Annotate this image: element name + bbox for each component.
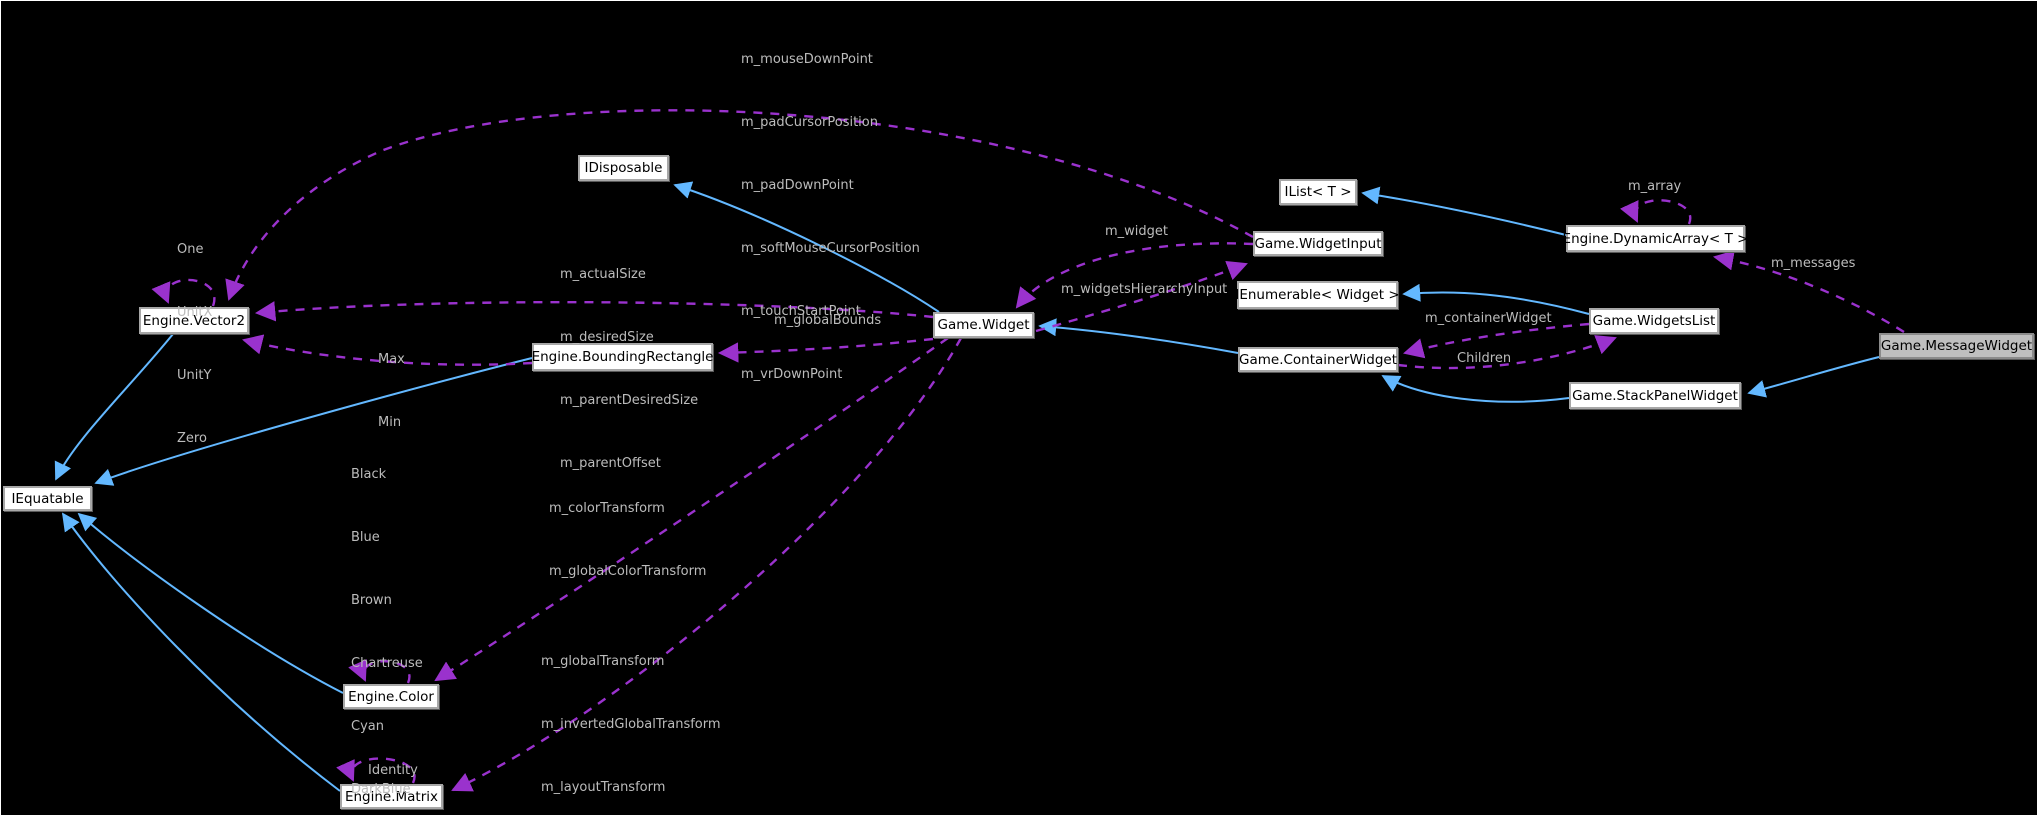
edge-color-iequatable	[77, 512, 344, 694]
edge-dynamicarray-ilist	[1361, 186, 1567, 236]
node-game-widget[interactable]: Game.Widget	[933, 312, 1034, 338]
edge-vector2-iequatable	[54, 333, 174, 481]
node-engine-vector2[interactable]: Engine.Vector2	[139, 307, 249, 334]
node-engine-color[interactable]: Engine.Color	[343, 684, 439, 709]
edge-widget-idisposable	[673, 181, 940, 313]
edge-containerwidget-widget	[1038, 318, 1239, 354]
node-game-messagewidget[interactable]: Game.MessageWidget	[1879, 333, 2034, 359]
node-engine-boundingrectangle[interactable]: Engine.BoundingRectangle	[532, 343, 713, 371]
edge-messagewidget-stackpanel	[1747, 356, 1880, 398]
node-iequatable[interactable]: IEquatable	[3, 486, 92, 511]
edge-stackpanel-containerwidget	[1381, 375, 1570, 403]
edge-widgetinput-widget	[1015, 242, 1254, 309]
edge-boundingrect-vector2	[242, 334, 533, 366]
edge-widget-widgetinput	[1035, 261, 1248, 333]
edge-widgetslist-containerwidget	[1403, 322, 1590, 359]
node-game-stackpanelwidget[interactable]: Game.StackPanelWidget	[1569, 382, 1741, 409]
node-ilist[interactable]: IList< T >	[1279, 179, 1357, 205]
edge-widget-matrix	[451, 337, 963, 792]
edge-widget-color	[434, 337, 949, 682]
edge-widget-vector2	[254, 300, 934, 322]
node-engine-dynamicarray[interactable]: Engine.DynamicArray< T >	[1563, 225, 1748, 252]
edge-matrix-selfloop	[336, 757, 416, 784]
edge-widgetinput-vector2	[225, 109, 1254, 301]
node-game-widgetinput[interactable]: Game.WidgetInput	[1253, 231, 1383, 256]
edge-containerwidget-widgetslist	[1397, 335, 1617, 370]
edge-vector2-selfloop	[151, 278, 216, 307]
edge-messagewidget-dynamicarray	[1712, 250, 1905, 334]
node-engine-matrix[interactable]: Engine.Matrix	[340, 784, 443, 809]
edge-matrix-iequatable	[61, 512, 341, 792]
edge-boundingrect-iequatable	[94, 357, 533, 486]
node-game-widgetslist[interactable]: Game.WidgetsList	[1589, 308, 1719, 334]
edge-color-selfloop	[348, 659, 411, 684]
edge-widgetslist-ienumerable	[1402, 283, 1590, 315]
edge-dynamicarray-selfloop	[1620, 199, 1692, 225]
node-ienumerable-widget[interactable]: IEnumerable< Widget >	[1235, 281, 1400, 309]
node-idisposable[interactable]: IDisposable	[578, 155, 669, 181]
edge-widget-boundingrect	[717, 337, 934, 363]
node-game-containerwidget[interactable]: Game.ContainerWidget	[1238, 347, 1398, 372]
